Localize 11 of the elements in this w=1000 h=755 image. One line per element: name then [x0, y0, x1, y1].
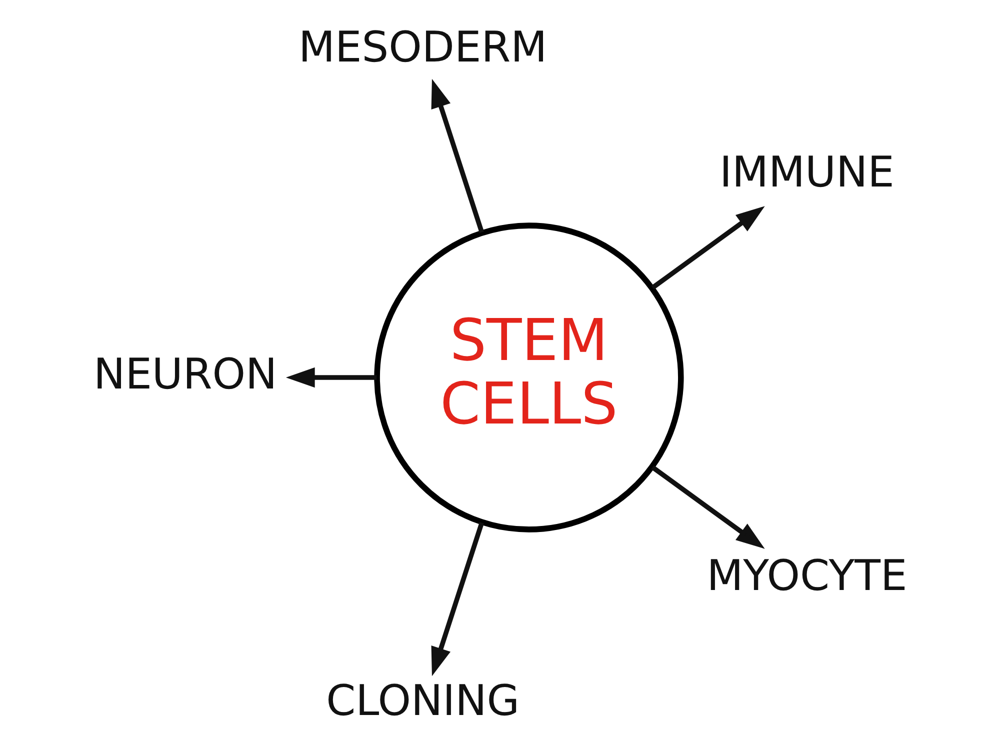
node-text: NEURON — [93, 349, 277, 398]
node-text: MYOCYTE — [706, 551, 907, 600]
node-text: CLONING — [326, 676, 520, 726]
node-text: IMMUNE — [719, 147, 894, 196]
arrow — [430, 522, 484, 676]
node-circle: STEM CELLS — [374, 222, 684, 532]
arrow — [430, 78, 484, 233]
arrow — [650, 206, 764, 290]
node-text: MESODERM — [298, 22, 547, 72]
arrow — [650, 465, 764, 549]
arrow — [285, 367, 376, 388]
